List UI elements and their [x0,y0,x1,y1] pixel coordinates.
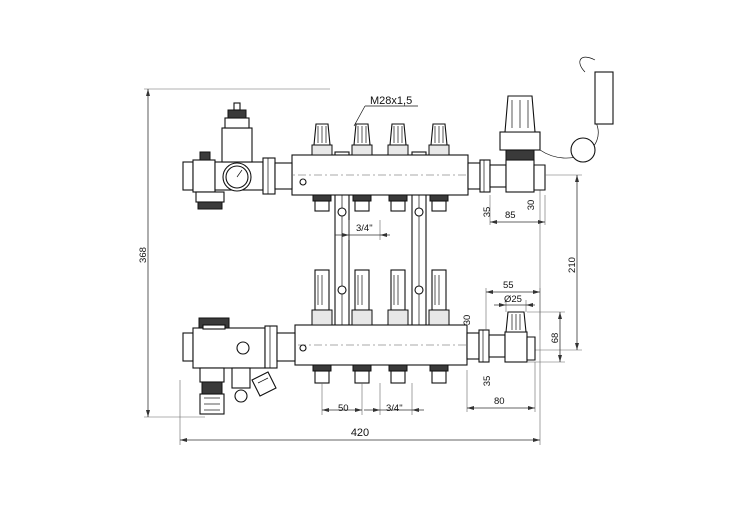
label-68: 68 [550,333,561,344]
dimension-bottom-right: 55 Ø25 68 80 35 30 [462,280,565,412]
bottom-manifold [282,269,480,384]
dimension-rail-spacing: 210 [520,174,582,351]
label-35-bottom: 35 [482,376,493,387]
label-368: 368 [138,247,149,263]
label-thread: M28x1,5 [370,95,412,107]
bottom-left-assembly [182,317,296,415]
top-right-assembly [467,56,614,193]
label-3-4-top: 3/4" [356,223,373,234]
label-80: 80 [494,396,505,407]
label-85: 85 [505,210,516,221]
dimension-port-spacing: 50 3/4" [321,383,424,415]
bottom-outlets [312,364,449,384]
top-manifold: M28x1,5 [282,95,480,212]
label-d25: Ø25 [504,294,522,305]
bottom-right-assembly [466,311,536,363]
label-55: 55 [503,280,514,291]
label-30-bottom: 30 [462,315,473,326]
label-3-4-bottom: 3/4" [386,403,403,414]
dimension-overall-height: 368 [138,88,330,418]
dimension-overall-width: 420 [179,170,541,445]
top-outlets [312,194,449,212]
mounting-brackets [334,151,427,348]
top-valve-caps [311,123,450,156]
label-50: 50 [338,403,349,414]
flow-meters [311,269,450,326]
label-420: 420 [351,427,369,439]
label-30-top: 30 [526,200,537,211]
top-left-assembly [182,102,293,210]
dimension-top-right: 85 35 30 [482,195,546,225]
label-35-top: 35 [482,207,493,218]
dimension-port-thread-top: 3/4" [335,220,390,240]
label-210: 210 [567,257,578,273]
